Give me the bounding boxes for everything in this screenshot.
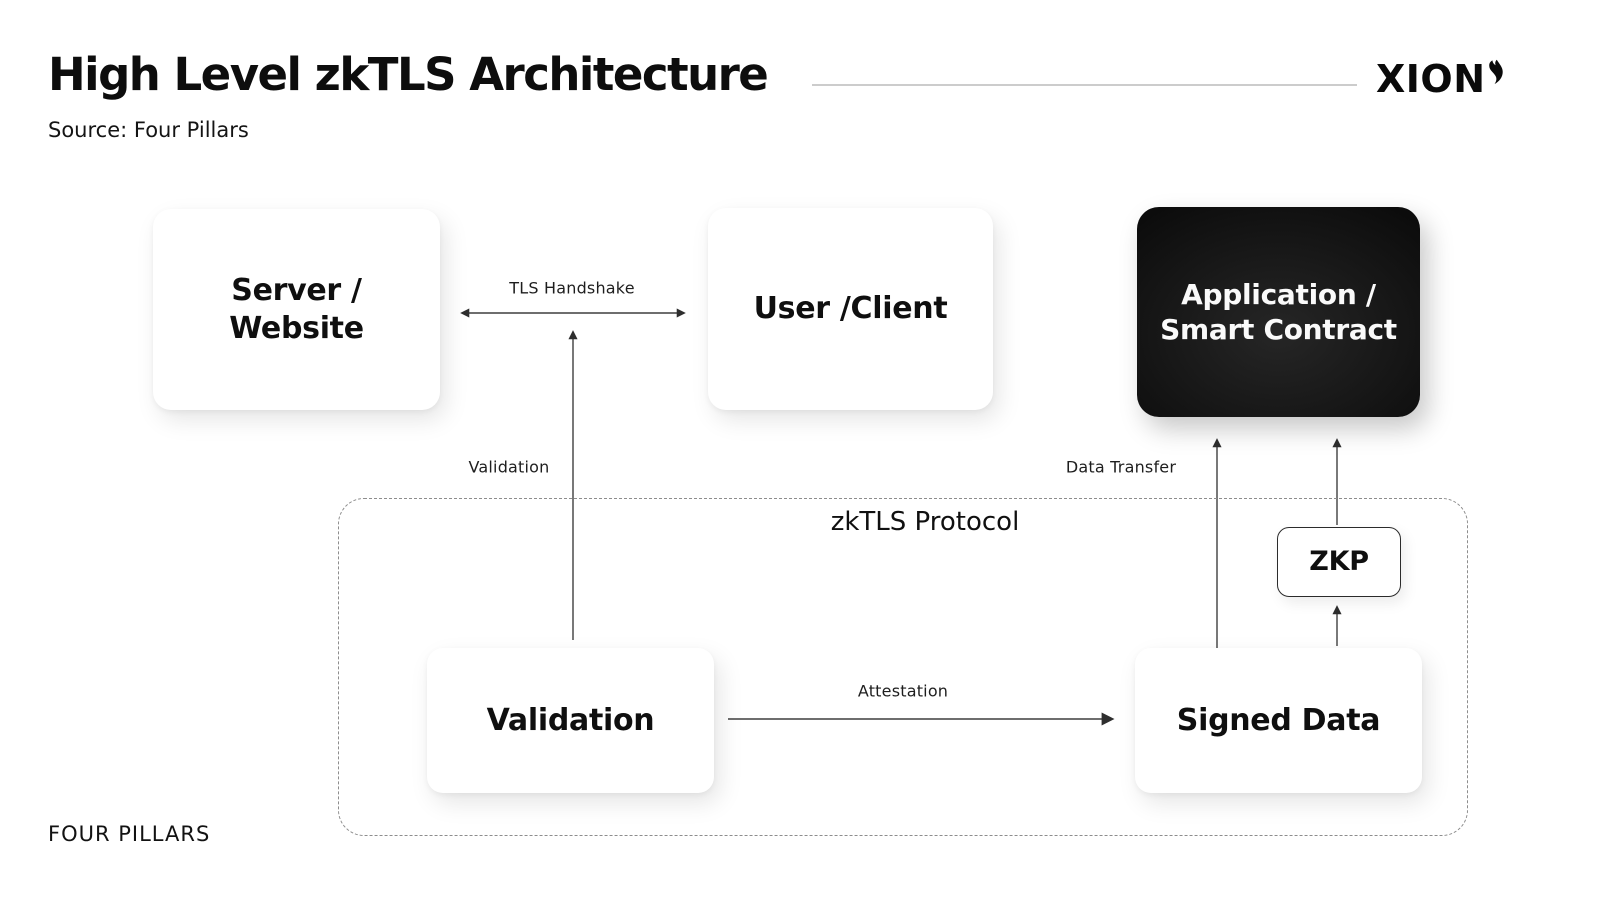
data-transfer-label: Data Transfer [1065,457,1177,477]
node-application-smart-contract: Application / Smart Contract [1137,207,1420,417]
validation-edge-label: Validation [468,457,550,477]
tls-handshake-label: TLS Handshake [509,278,635,298]
four-pillars-brand: FOUR PILLARS [48,822,211,846]
node-zkp: ZKP [1277,527,1401,597]
zktls-protocol-label: zkTLS Protocol [830,507,1020,537]
title-divider [812,84,1357,86]
zktls-protocol-container [338,498,1468,836]
node-server-website: Server / Website [153,209,440,410]
node-validation: Validation [427,648,714,793]
page-title: High Level zkTLS Architecture [48,48,769,101]
xion-logo-text: XION [1376,57,1486,101]
node-user-client: User /Client [708,208,993,410]
source-caption: Source: Four Pillars [48,118,249,142]
xion-logo: XION [1376,57,1503,101]
node-signed-data: Signed Data [1135,648,1422,793]
attestation-label: Attestation [857,681,949,701]
flame-icon [1487,51,1504,84]
